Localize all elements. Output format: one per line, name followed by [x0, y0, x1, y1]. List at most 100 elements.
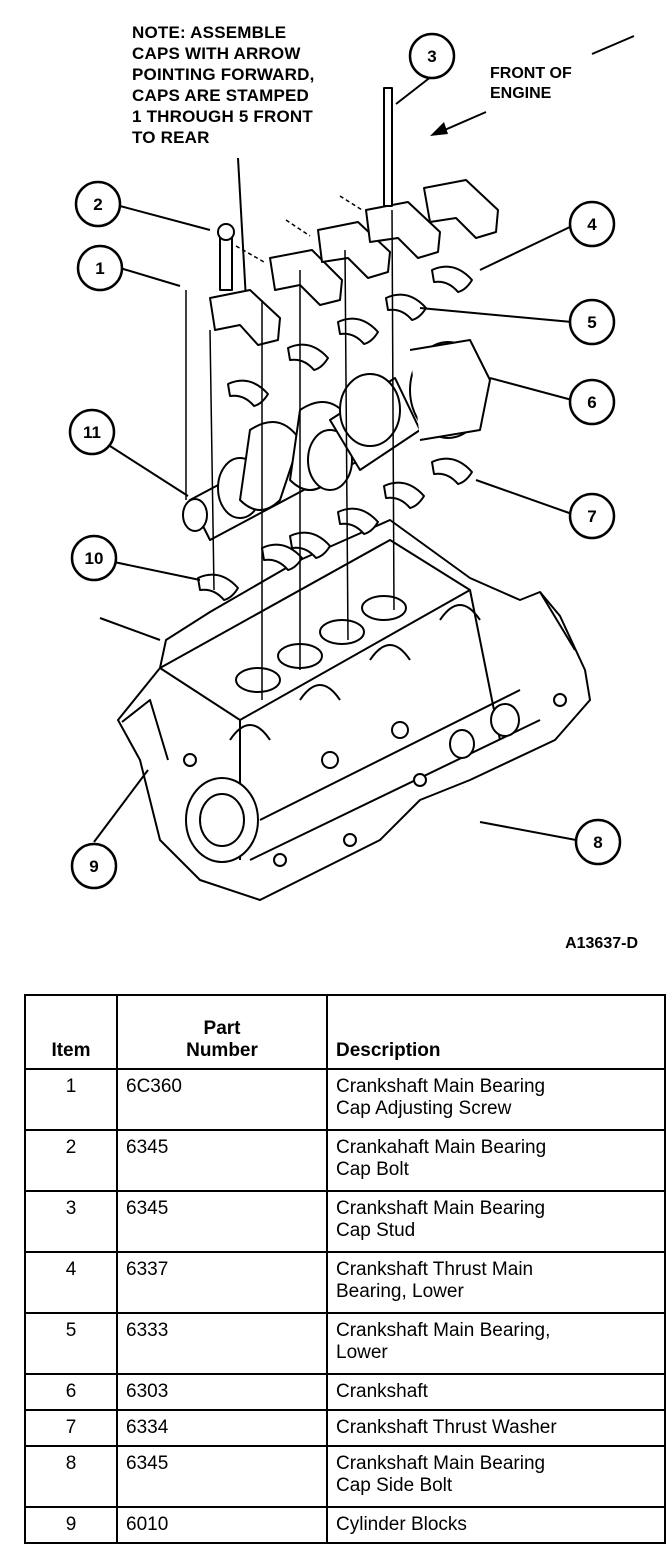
row-description-line: Cap Side Bolt	[336, 1475, 453, 1496]
row-part-number: 6C360	[116, 1068, 328, 1131]
header-part-number-line-1: Part	[203, 1018, 241, 1039]
header-part-number-line-2: Number	[186, 1040, 258, 1061]
row-description: Crankshaft Thrust Washer	[326, 1409, 666, 1447]
front-label-line-2: ENGINE	[490, 85, 552, 102]
row-description-line: Cylinder Blocks	[336, 1514, 467, 1535]
callout-1-label: 1	[95, 259, 104, 278]
row-item: 5	[24, 1312, 118, 1375]
callout-8: 8	[574, 818, 622, 866]
callout-3: 3	[408, 32, 456, 80]
row-part-number: 6345	[116, 1445, 328, 1508]
note-line-1: NOTE: ASSEMBLE	[132, 23, 286, 42]
header-item: Item	[24, 994, 118, 1070]
row-description: Crankshaft Main Bearing,Lower	[326, 1312, 666, 1375]
note-leader-line	[237, 157, 247, 301]
row-description-line: Crankshaft	[336, 1381, 428, 1402]
row-description: Cylinder Blocks	[326, 1506, 666, 1544]
front-of-engine-label: FRONT OF ENGINE	[490, 65, 572, 102]
callout-7: 7	[568, 492, 616, 540]
row-description-line: Crankshaft Main Bearing	[336, 1453, 546, 1474]
row-description-line: Crankshaft Thrust Main	[336, 1259, 534, 1280]
row-part-number: 6345	[116, 1190, 328, 1253]
callout-1: 1	[76, 244, 124, 292]
callout-2-label: 2	[93, 195, 102, 214]
row-part-number: 6337	[116, 1251, 328, 1314]
figure-id: A13637-D	[565, 935, 638, 952]
row-description-line: Bearing, Lower	[336, 1281, 464, 1302]
assembly-note: NOTE: ASSEMBLE CAPS WITH ARROW POINTING …	[132, 23, 315, 147]
callout-5-label: 5	[587, 313, 596, 332]
callout-10: 10	[70, 534, 118, 582]
engine-exploded-diagram: NOTE: ASSEMBLE CAPS WITH ARROW POINTING …	[68, 23, 638, 952]
row-description-line: Cap Adjusting Screw	[336, 1098, 512, 1119]
row-description-line: Crankshaft Main Bearing,	[336, 1320, 551, 1341]
row-part-number: 6345	[116, 1129, 328, 1192]
note-line-4: CAPS ARE STAMPED	[132, 86, 309, 105]
callout-2: 2	[74, 180, 122, 228]
callout-6-label: 6	[587, 393, 596, 412]
front-label-line-1: FRONT OF	[490, 65, 572, 82]
row-item: 1	[24, 1068, 118, 1131]
row-item: 9	[24, 1506, 118, 1544]
main-bearing-caps-drawing	[99, 87, 499, 641]
row-description-line: Crankahaft Main Bearing	[336, 1137, 547, 1158]
callout-5: 5	[568, 298, 616, 346]
callout-8-label: 8	[593, 833, 602, 852]
row-description-line: Crankshaft Main Bearing	[336, 1198, 546, 1219]
row-description-line: Crankshaft Main Bearing	[336, 1076, 546, 1097]
callout-11: 11	[68, 408, 116, 456]
note-line-3: POINTING FORWARD,	[132, 65, 315, 84]
row-item: 2	[24, 1129, 118, 1192]
callout-7-label: 7	[587, 507, 596, 526]
row-part-number: 6303	[116, 1373, 328, 1411]
callout-4: 4	[568, 200, 616, 248]
assembly-guide-lines	[185, 195, 395, 700]
front-direction-line	[591, 35, 635, 55]
row-description: Crankshaft	[326, 1373, 666, 1411]
callout-9: 9	[70, 842, 118, 890]
callout-leaders	[93, 75, 577, 843]
row-item: 4	[24, 1251, 118, 1314]
row-description-line: Cap Bolt	[336, 1159, 409, 1180]
table-header-row: Item Part Number Description	[24, 994, 666, 1070]
callout-4-label: 4	[587, 215, 597, 234]
note-line-5: 1 THROUGH 5 FRONT	[132, 107, 313, 126]
row-part-number: 6334	[116, 1409, 328, 1447]
header-description: Description	[326, 994, 666, 1070]
row-description-line: Crankshaft Thrust Washer	[336, 1417, 557, 1438]
row-item: 3	[24, 1190, 118, 1253]
callout-6: 6	[568, 378, 616, 426]
row-part-number: 6333	[116, 1312, 328, 1375]
callout-11-label: 11	[83, 423, 101, 442]
row-item: 6	[24, 1373, 118, 1411]
front-arrow-icon	[430, 111, 487, 136]
callout-3-label: 3	[427, 47, 436, 66]
row-item: 8	[24, 1445, 118, 1508]
cylinder-block-drawing	[117, 519, 591, 901]
row-description-line: Lower	[336, 1342, 388, 1363]
callout-9-label: 9	[89, 857, 98, 876]
note-line-2: CAPS WITH ARROW	[132, 44, 301, 63]
note-line-6: TO REAR	[132, 128, 210, 147]
callout-circles: 1 2 3 4 5 6 7 8	[68, 32, 622, 890]
crankshaft-drawing	[182, 339, 491, 541]
row-item: 7	[24, 1409, 118, 1447]
callout-10-label: 10	[85, 549, 104, 568]
header-part-number: Part Number	[116, 994, 328, 1070]
